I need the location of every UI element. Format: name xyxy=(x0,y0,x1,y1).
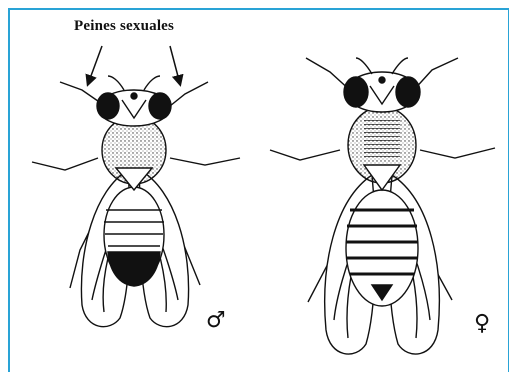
female-thorax xyxy=(348,107,416,190)
arrow-left xyxy=(88,46,102,84)
female-abdomen xyxy=(346,190,418,306)
male-thorax xyxy=(102,116,166,190)
female-head xyxy=(344,58,420,112)
female-fly xyxy=(270,58,495,354)
male-abdomen xyxy=(104,187,164,286)
male-head xyxy=(97,76,171,126)
male-fly xyxy=(32,76,240,327)
arrow-right xyxy=(170,46,180,84)
female-symbol: ♀ xyxy=(474,311,490,336)
male-symbol: ♂ xyxy=(206,308,226,333)
